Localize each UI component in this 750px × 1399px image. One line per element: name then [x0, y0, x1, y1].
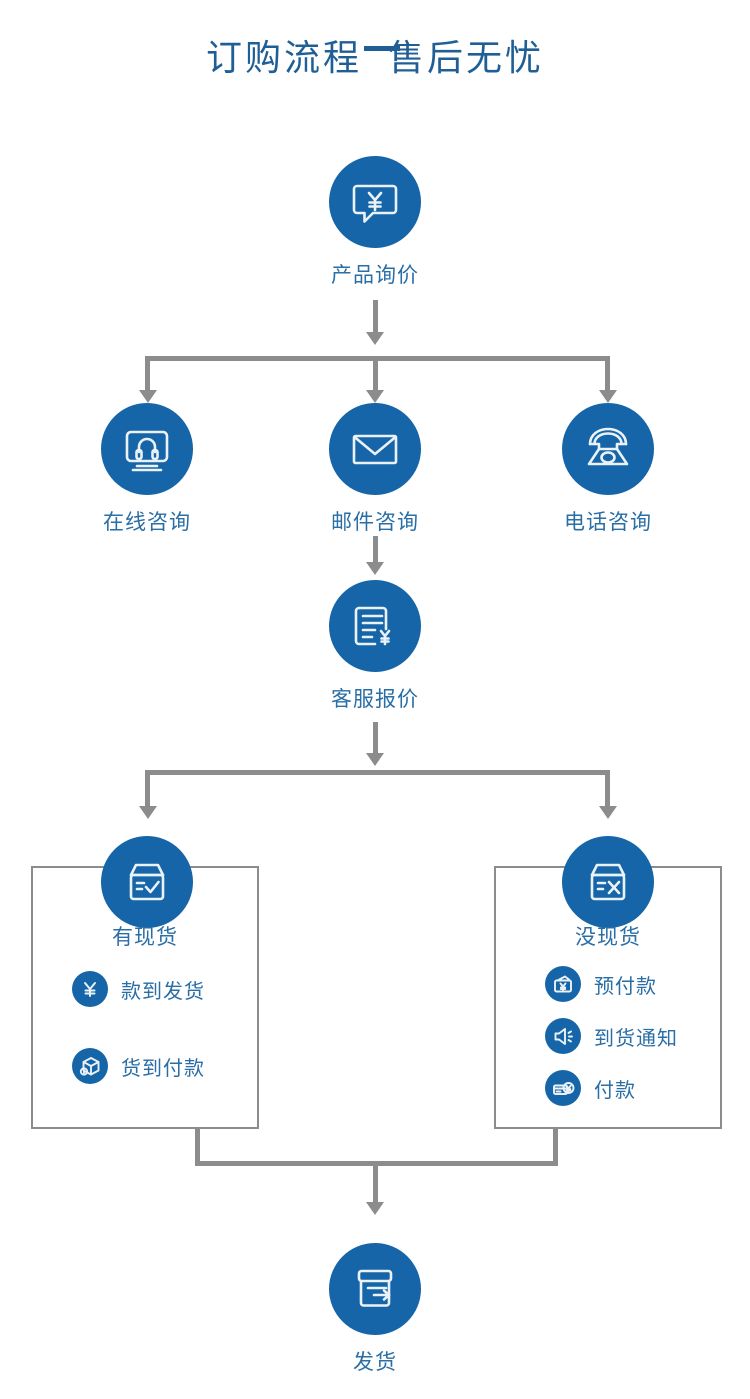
option-out-of-stock-2[interactable]: 付款	[545, 1070, 636, 1106]
node-service-quote[interactable]: 客服报价	[329, 580, 421, 713]
option-out-of-stock-0[interactable]: 预付款	[545, 966, 657, 1002]
connector-stock-left	[145, 770, 150, 809]
connector-in-stock-down	[195, 1129, 200, 1165]
arrowhead-contact-online	[138, 390, 157, 403]
speech-bubble-yen-icon	[347, 174, 403, 230]
page-title-text: 订购流程 售后无忧	[205, 37, 544, 78]
monitor-headset-icon	[119, 421, 175, 477]
in-stock-circle	[101, 836, 193, 928]
shipment-label: 发货	[353, 1351, 397, 1374]
arrowhead-contact-email	[366, 390, 384, 403]
box-cross-icon	[581, 855, 635, 909]
node-phone-consultation[interactable]: 电话咨询	[562, 403, 654, 536]
card-yen-icon	[545, 1070, 581, 1106]
connector-start-down	[372, 300, 378, 334]
phone-consultation-label: 电话咨询	[564, 511, 652, 534]
option-out-of-stock-2-label: 付款	[594, 1079, 636, 1102]
online-consultation-label: 在线咨询	[103, 511, 191, 534]
option-out-of-stock-1[interactable]: 到货通知	[545, 1018, 678, 1054]
product-inquiry-label: 产品询价	[331, 264, 419, 287]
speaker-notify-icon	[545, 1018, 581, 1054]
connector-stock-right	[605, 770, 610, 809]
node-shipment[interactable]: 发货	[329, 1243, 421, 1376]
service-quote-label: 客服报价	[331, 688, 419, 711]
package-cube-icon	[72, 1048, 108, 1084]
option-in-stock-1[interactable]: 货到付款	[72, 1048, 205, 1084]
product-inquiry-circle	[329, 156, 421, 248]
connector-split-bar-contacts	[145, 356, 610, 361]
option-out-of-stock-1-label: 到货通知	[594, 1027, 678, 1050]
connector-out-of-stock-down	[553, 1129, 558, 1165]
connector-split-left	[145, 356, 150, 393]
out-of-stock-title: 没现货	[575, 926, 641, 949]
option-in-stock-1-label: 货到付款	[121, 1057, 205, 1080]
connector-quote-down	[372, 722, 378, 756]
email-consultation-label: 邮件咨询	[331, 511, 419, 534]
connector-email-to-quote	[372, 536, 378, 564]
connector-merge-down	[372, 1161, 378, 1205]
service-quote-circle	[329, 580, 421, 672]
arrowhead-start-down	[366, 332, 384, 345]
document-yen-icon	[348, 599, 402, 653]
arrowhead-quote-down	[366, 753, 384, 766]
in-stock-title: 有现货	[112, 926, 178, 949]
option-out-of-stock-0-label: 预付款	[594, 975, 657, 998]
wallet-yen-icon	[545, 966, 581, 1002]
node-out-of-stock[interactable]	[562, 836, 654, 928]
node-online-consultation[interactable]: 在线咨询	[101, 403, 193, 536]
telephone-icon	[579, 420, 637, 478]
node-in-stock[interactable]	[101, 836, 193, 928]
arrowhead-to-quote	[366, 562, 384, 575]
arrowhead-out-of-stock	[598, 806, 617, 819]
out-of-stock-circle	[562, 836, 654, 928]
yen-icon	[72, 971, 108, 1007]
node-product-inquiry[interactable]: 产品询价	[329, 156, 421, 289]
page-title: 订购流程 售后无忧	[0, 36, 750, 79]
envelope-icon	[348, 422, 402, 476]
box-arrow-out-icon	[348, 1262, 402, 1316]
title-underline-accent	[364, 46, 400, 51]
node-email-consultation[interactable]: 邮件咨询	[329, 403, 421, 536]
arrowhead-contact-phone	[598, 390, 617, 403]
online-consultation-circle	[101, 403, 193, 495]
connector-split-center	[372, 356, 378, 393]
email-consultation-circle	[329, 403, 421, 495]
connector-split-bar-stock	[145, 770, 610, 775]
option-in-stock-0[interactable]: 款到发货	[72, 971, 205, 1007]
option-in-stock-0-label: 款到发货	[121, 980, 205, 1003]
connector-split-right	[605, 356, 610, 393]
arrowhead-to-shipment	[366, 1202, 384, 1215]
phone-consultation-circle	[562, 403, 654, 495]
box-check-icon	[120, 855, 174, 909]
arrowhead-in-stock	[138, 806, 157, 819]
shipment-circle	[329, 1243, 421, 1335]
